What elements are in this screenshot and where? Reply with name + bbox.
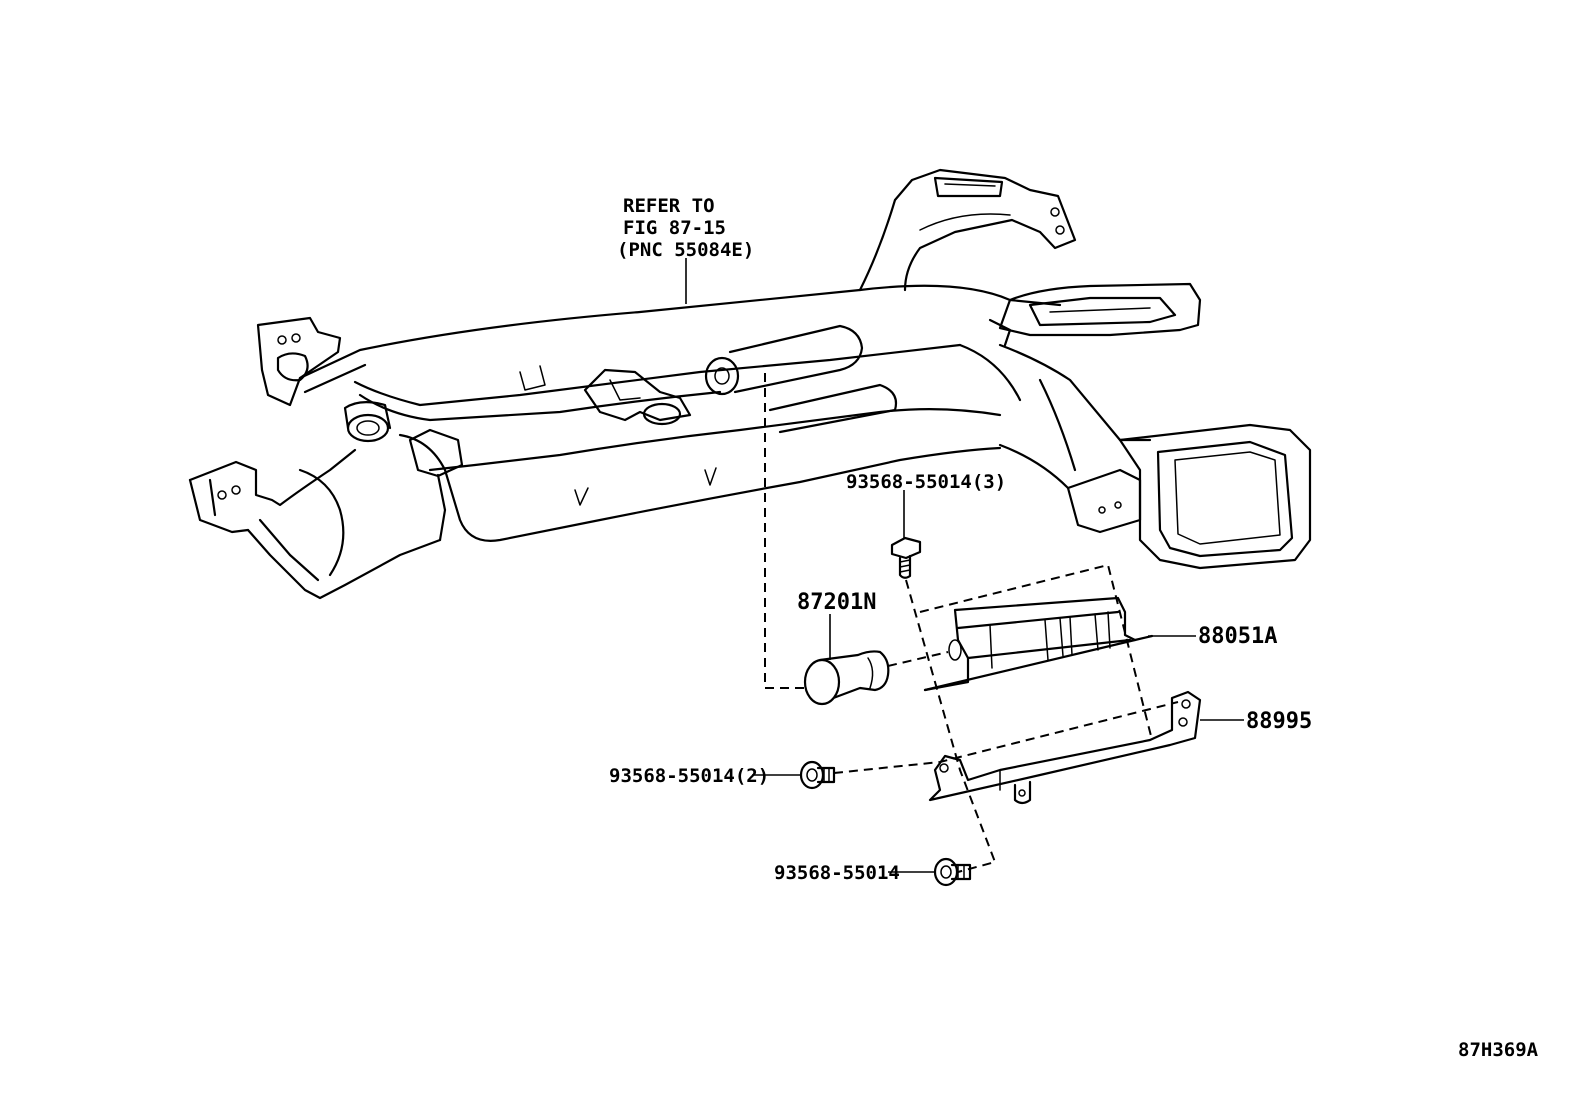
bolt-top-drawing [890,490,922,579]
refer-label-line2: FIG 87-15 [623,217,726,239]
assembly-guide-lines [764,373,1179,873]
label-93568-55014-2: 93568-55014(2) [609,765,769,787]
bolt-bottom-drawing [888,857,972,887]
illustration-code: 87H369A [1458,1039,1539,1061]
label-93568-55014: 93568-55014 [774,862,900,884]
bracket-drawing [928,690,1244,805]
refer-label-line1: REFER TO [623,195,715,217]
module-drawing [923,596,1196,692]
bolt-left-drawing [752,760,836,790]
label-87201N: 87201N [797,590,876,615]
grommet-drawing [803,614,890,706]
rear-subframe-drawing [188,168,1312,600]
label-88051A: 88051A [1198,624,1277,649]
refer-label-line3: (PNC 55084E) [617,239,754,261]
label-88995: 88995 [1246,709,1312,734]
label-93568-55014-3: 93568-55014(3) [846,471,1006,493]
